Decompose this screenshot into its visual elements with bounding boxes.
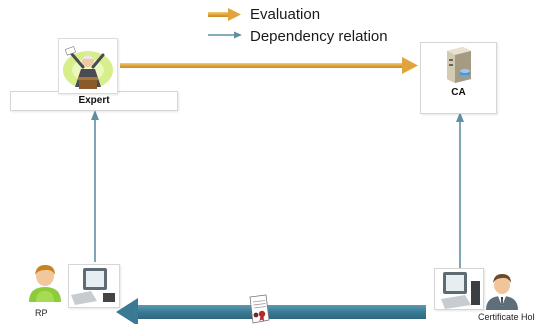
legend-evaluation-arrow [208, 8, 241, 21]
certholder-label: Certificate Hold [478, 312, 535, 322]
transfer-arrow-certholder-rp [116, 298, 426, 324]
server-icon [441, 45, 475, 85]
legend-dependency-label: Dependency relation [250, 28, 388, 45]
legend-dependency-arrow [208, 31, 242, 39]
rp-computer-icon [68, 264, 120, 308]
expert-illustration-icon [58, 38, 118, 94]
ca-label: CA [451, 87, 466, 98]
expert-box[interactable]: Expert [10, 91, 178, 111]
rp-label: RP [35, 308, 48, 318]
dependency-arrow-rp-expert [91, 110, 99, 262]
evaluation-arrow-expert-ca [120, 57, 418, 74]
rp-person-icon [26, 263, 64, 303]
dependency-arrow-certholder-ca [456, 112, 464, 268]
certificate-document-icon [246, 294, 272, 324]
certholder-businessman-icon [484, 272, 520, 310]
legend-evaluation-label: Evaluation [250, 6, 321, 23]
expert-label: Expert [78, 95, 110, 106]
ca-box[interactable]: CA [420, 42, 497, 114]
certholder-computer-icon [434, 268, 484, 310]
